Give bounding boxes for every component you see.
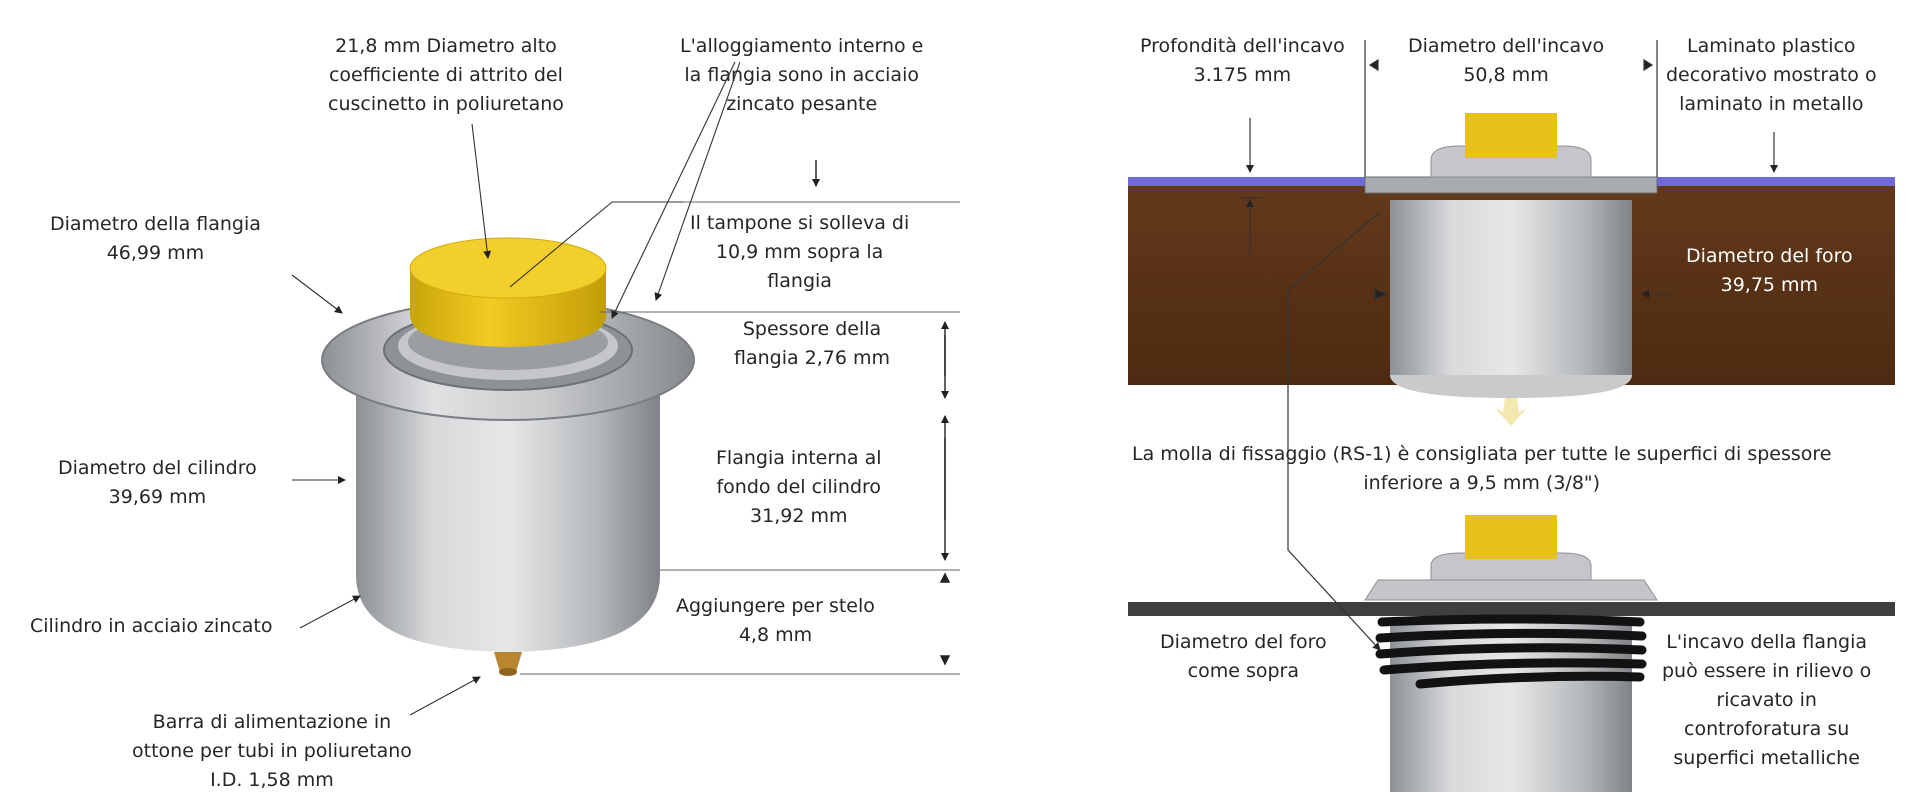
spring-installation-view: [1128, 515, 1895, 792]
spring-note: La molla di fissaggio (RS-1) è consiglia…: [1132, 443, 1832, 494]
recessed-flange: [1364, 176, 1658, 194]
brass-stem: [494, 652, 522, 672]
left-leader-lines: [291, 61, 741, 716]
recess-installation-view: [1128, 113, 1895, 426]
pad-top: [1465, 113, 1557, 158]
right-top-dimension-lines: [1240, 40, 1778, 300]
left-dimension-lines: [520, 201, 960, 675]
right-bottom-leader-lines: [1287, 211, 1381, 651]
left-dimension-arrows: [812, 160, 951, 666]
thin-sheet: [1128, 602, 1895, 616]
ball-transfer-product: [321, 237, 695, 676]
cylinder-material-label: Cilindro in acciaio zincato: [30, 615, 273, 637]
retaining-spring: [1375, 614, 1647, 689]
cylinder-body: [356, 390, 660, 652]
